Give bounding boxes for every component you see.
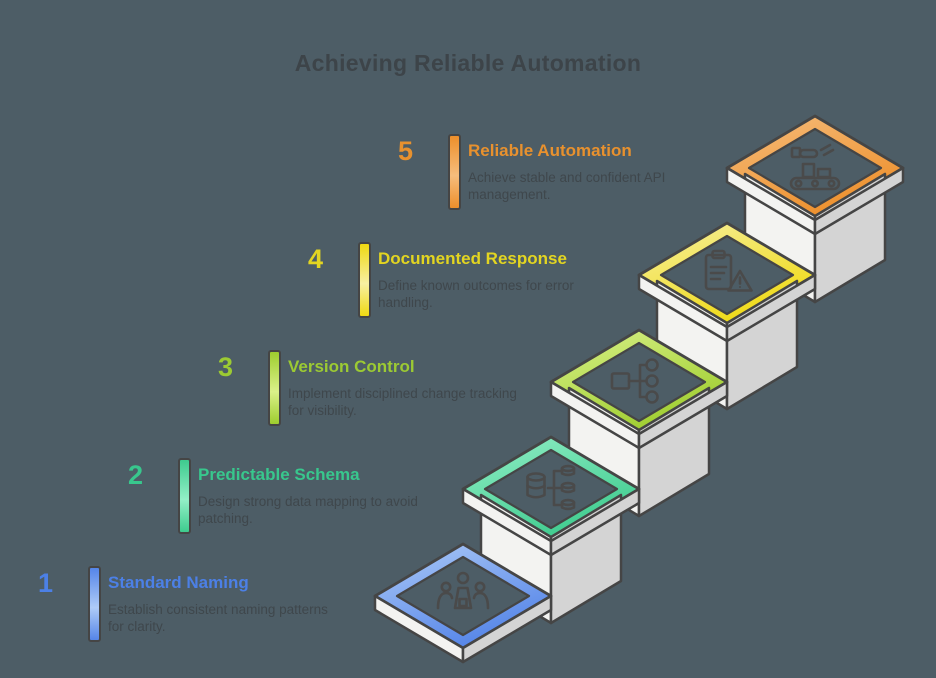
right-face <box>813 166 905 236</box>
clipboard-warning-icon-part <box>739 286 741 288</box>
step-slab <box>373 594 553 664</box>
data-mapping-icon-part <box>560 501 576 511</box>
step-description: Implement disciplined change tracking fo… <box>288 386 517 418</box>
right-face <box>461 594 553 664</box>
team-icon-part <box>474 581 486 593</box>
step-slab <box>725 166 905 236</box>
step-title: Documented Response <box>378 249 567 268</box>
team-icon-part <box>440 581 452 593</box>
step-block-1: 1 Standard Naming Establish consistent n… <box>38 566 348 678</box>
data-mapping-icon-part <box>526 475 546 499</box>
step-slab <box>461 487 641 557</box>
team-icon <box>436 571 490 610</box>
conveyor-icon-part <box>827 179 836 188</box>
clipboard-warning-icon-part <box>711 249 726 260</box>
conveyor-icon-part <box>816 167 832 179</box>
step-diamond-inner <box>395 555 531 637</box>
right-face <box>637 380 729 450</box>
step-number: 2 <box>128 460 144 490</box>
data-mapping-icon-part <box>546 469 563 507</box>
conveyor-icon-part <box>810 179 820 188</box>
step-block-3: 3 Version Control Implement disciplined … <box>218 350 528 462</box>
team-icon-part <box>456 571 470 585</box>
data-mapping-icon-part <box>560 467 576 477</box>
step-slab <box>549 380 729 450</box>
step-number: 5 <box>398 136 414 166</box>
flowchart-icon-part <box>645 374 659 388</box>
step-title: Predictable Schema <box>198 465 360 484</box>
right-face <box>549 493 623 625</box>
data-mapping-icon-part <box>526 484 546 490</box>
step-title: Reliable Automation <box>468 141 632 160</box>
conveyor-icon-part <box>798 148 819 159</box>
step-description: Achieve stable and confident API managem… <box>468 170 666 202</box>
step-title: Standard Naming <box>108 573 249 592</box>
team-icon-part <box>458 597 468 608</box>
right-face <box>725 273 817 343</box>
step-block-2: 2 Predictable Schema Design strong data … <box>128 458 438 570</box>
conveyor-icon-part <box>801 162 816 179</box>
flowchart-icon-part <box>645 390 659 404</box>
step-number: 4 <box>308 244 324 274</box>
step-accent-bar <box>88 566 101 642</box>
flowchart-icon <box>610 358 659 404</box>
step-accent-bar <box>268 350 281 426</box>
step-block-4: 4 Documented Response Define known outco… <box>308 242 618 354</box>
step-title: Version Control <box>288 357 415 376</box>
step-accent-bar <box>358 242 371 318</box>
right-face <box>725 279 799 411</box>
step-block-5: 5 Reliable Automation Achieve stable and… <box>398 134 708 246</box>
conveyor-icon <box>789 143 841 191</box>
step-accent-bar <box>178 458 191 534</box>
step-description: Define known outcomes for error handling… <box>378 278 574 310</box>
team-icon-part <box>472 591 490 610</box>
step-slab <box>637 273 817 343</box>
clipboard-warning-icon-part <box>709 265 728 281</box>
step-number: 3 <box>218 352 234 382</box>
flowchart-icon-part <box>645 358 659 372</box>
step-description: Establish consistent naming patterns for… <box>108 602 328 634</box>
right-face <box>813 172 887 304</box>
conveyor-icon-part <box>789 176 841 191</box>
right-face <box>637 386 711 518</box>
step-description: Design strong data mapping to avoid patc… <box>198 494 418 526</box>
clipboard-warning-icon <box>704 249 753 292</box>
step-diamond-inner <box>659 234 795 316</box>
flowchart-icon-part <box>627 363 648 399</box>
conveyor-icon-part <box>819 143 835 157</box>
team-icon-part <box>436 591 454 610</box>
step-accent-bar <box>448 134 461 210</box>
team-icon-part <box>453 586 473 610</box>
step-number: 1 <box>38 568 54 598</box>
data-mapping-icon <box>526 464 576 511</box>
clipboard-warning-icon-part <box>727 269 753 292</box>
right-face <box>549 487 641 557</box>
conveyor-icon-part <box>794 179 803 188</box>
page-title: Achieving Reliable Automation <box>294 50 642 76</box>
clipboard-warning-icon-part <box>704 253 733 291</box>
data-mapping-icon-part <box>560 484 576 494</box>
